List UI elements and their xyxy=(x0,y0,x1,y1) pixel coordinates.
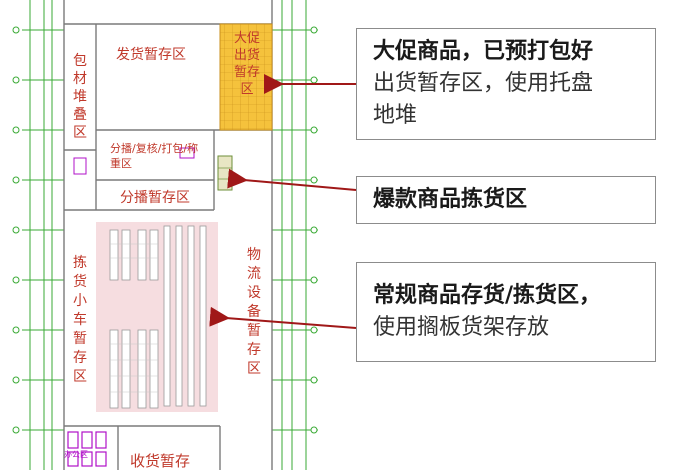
callout-hot-items-title: 爆款商品拣货区 xyxy=(373,187,528,212)
callout-regular-line2: 使用搁板货架存放 xyxy=(373,315,550,340)
grid-axis-right xyxy=(272,0,318,470)
callout-promo-line3: 地堆 xyxy=(373,103,418,128)
office-furniture xyxy=(67,431,107,467)
shipping-staging-label: 发货暂存区 xyxy=(116,47,186,63)
sort-equipment xyxy=(179,147,195,159)
callout-arrows xyxy=(209,74,357,329)
callout-regular-title: 常规商品存货/拣货区， xyxy=(373,283,602,308)
logistics-equipment-label: 物流设备暂存区 xyxy=(247,247,261,377)
grid-axis-left xyxy=(22,0,64,470)
sort-staging-label: 分播暂存区 xyxy=(120,190,190,206)
callout-hot-items: 爆款商品拣货区 xyxy=(356,176,656,224)
callout-promo-title: 大促商品，已预打包好 xyxy=(373,39,594,64)
sort-recheck-label: 分播/复核/打包/称重区 xyxy=(110,142,199,170)
hot-item-shelf xyxy=(217,155,233,191)
shelf-racks xyxy=(109,225,207,409)
receiving-staging-label: 收货暂存 xyxy=(130,452,191,470)
callout-regular: 常规商品存货/拣货区， 使用搁板货架存放 xyxy=(356,262,656,362)
packing-material-label: 包材堆叠区 xyxy=(73,53,87,141)
grid-bubbles xyxy=(12,26,318,434)
promo-staging-label: 大促出货暂存区 xyxy=(233,31,260,97)
callout-promo-line2: 出货暂存区，使用托盘 xyxy=(373,71,594,96)
callout-promo: 大促商品，已预打包好 出货暂存区，使用托盘 地堆 xyxy=(356,28,656,140)
picking-cart-label: 拣货小车暂存区 xyxy=(73,255,87,385)
office-label: 办公区 xyxy=(64,450,88,459)
